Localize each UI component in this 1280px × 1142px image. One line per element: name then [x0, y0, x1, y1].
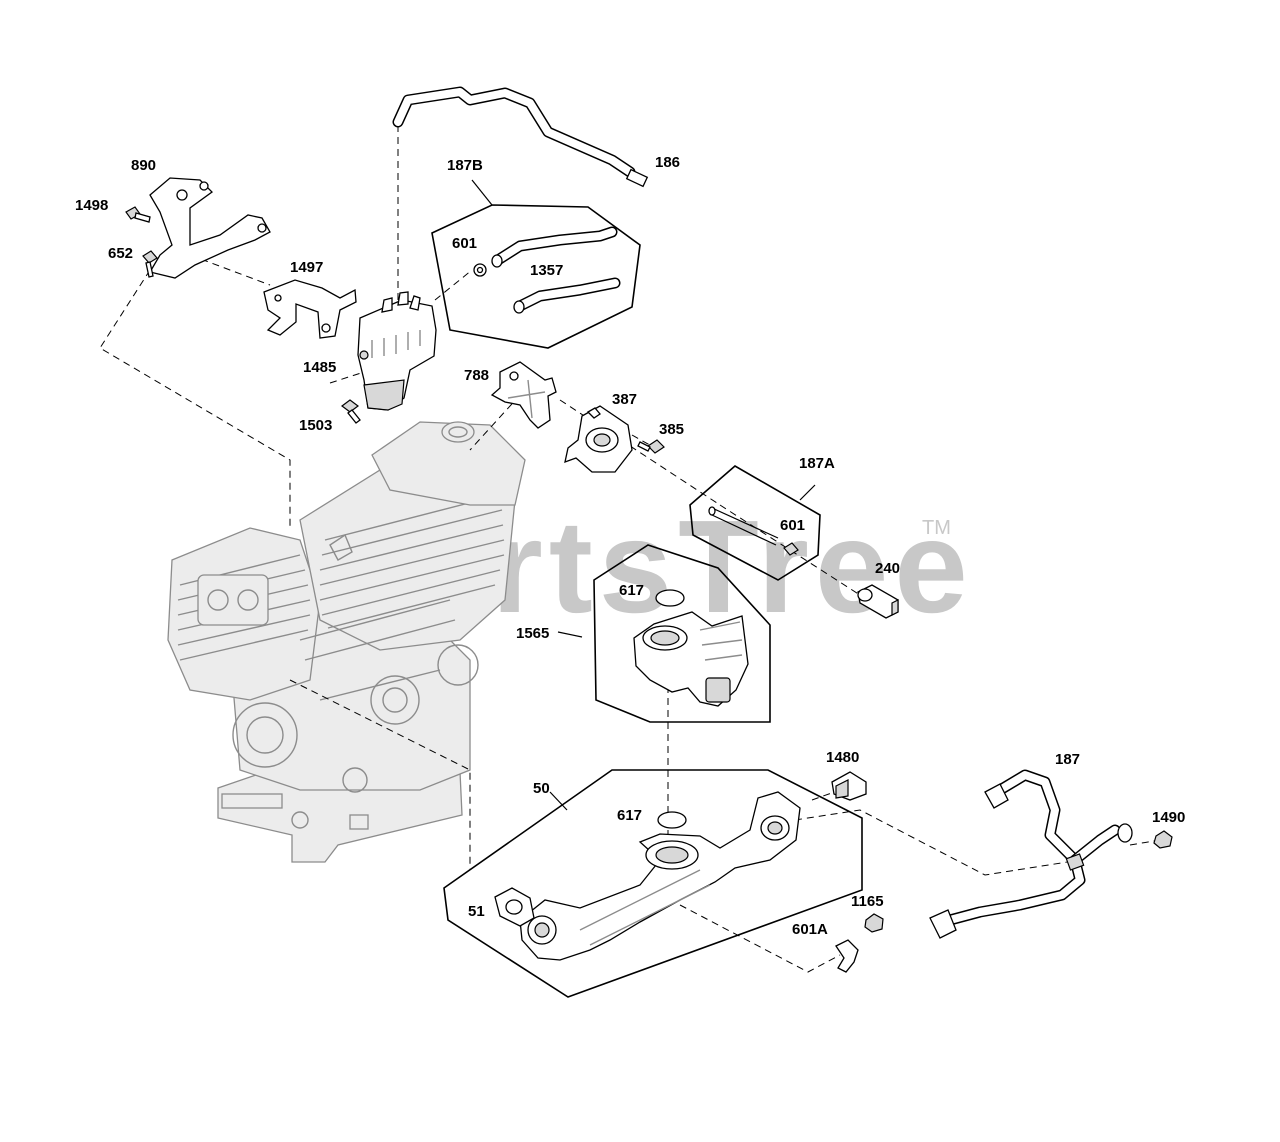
label-1480: 1480	[826, 749, 859, 766]
bolt-652	[142, 250, 158, 278]
label-1485: 1485	[303, 359, 336, 376]
label-186: 186	[655, 154, 680, 171]
label-1490: 1490	[1152, 809, 1185, 826]
label-1498: 1498	[75, 197, 108, 214]
label-385: 385	[659, 421, 684, 438]
label-890: 890	[131, 157, 156, 174]
label-601A: 601A	[792, 921, 828, 938]
plate-788	[490, 361, 557, 429]
bolt-1498	[125, 206, 151, 223]
label-601-top: 601	[452, 235, 477, 252]
label-187B: 187B	[447, 157, 483, 174]
throttle-body-1565	[633, 611, 749, 707]
label-1497: 1497	[290, 259, 323, 276]
label-240: 240	[875, 560, 900, 577]
label-187: 187	[1055, 751, 1080, 768]
label-788: 788	[464, 367, 489, 384]
label-617-bot: 617	[617, 807, 642, 824]
bracket-1497	[263, 279, 357, 339]
watermark-trademark: TM	[922, 517, 951, 539]
label-1357: 1357	[530, 262, 563, 279]
kit-box-1565	[557, 544, 771, 723]
bolt-385	[637, 439, 665, 454]
kit-box-187A	[689, 465, 821, 581]
canister-1485	[357, 291, 437, 411]
bracket-890	[148, 177, 271, 279]
label-187A: 187A	[799, 455, 835, 472]
breather-tube	[392, 86, 649, 188]
clamp-601-mid	[783, 542, 799, 556]
fuel-line-187	[929, 769, 1133, 939]
label-51: 51	[468, 903, 485, 920]
bolt-1503	[341, 399, 361, 424]
oring-617-top	[655, 589, 685, 607]
intake-manifold-50	[519, 791, 801, 961]
label-1503: 1503	[299, 417, 332, 434]
label-617-top: 617	[619, 582, 644, 599]
fuel-line-187A	[708, 506, 779, 546]
hoses-1357	[491, 226, 621, 314]
kit-box-187B	[431, 179, 641, 349]
sensor-1480	[831, 771, 867, 801]
gasket-51	[494, 887, 535, 927]
fitting-1490	[1153, 830, 1173, 849]
fitting-1165	[864, 913, 884, 933]
oring-617-bot	[657, 811, 687, 829]
label-1565: 1565	[516, 625, 549, 642]
part-labels: 890 1498 652 1497 1485 1503 187B 186 601…	[75, 154, 1185, 938]
fuel-filter-240	[857, 584, 899, 619]
kit-box-50	[443, 769, 863, 998]
engine-block-drawing	[167, 421, 526, 863]
label-652: 652	[108, 245, 133, 262]
regulator-387	[564, 405, 633, 473]
label-1165: 1165	[851, 893, 884, 910]
clamp-601A	[835, 939, 859, 973]
label-387: 387	[612, 391, 637, 408]
label-601-mid: 601	[780, 517, 805, 534]
clamp-601-top	[473, 263, 487, 277]
label-50: 50	[533, 780, 550, 797]
